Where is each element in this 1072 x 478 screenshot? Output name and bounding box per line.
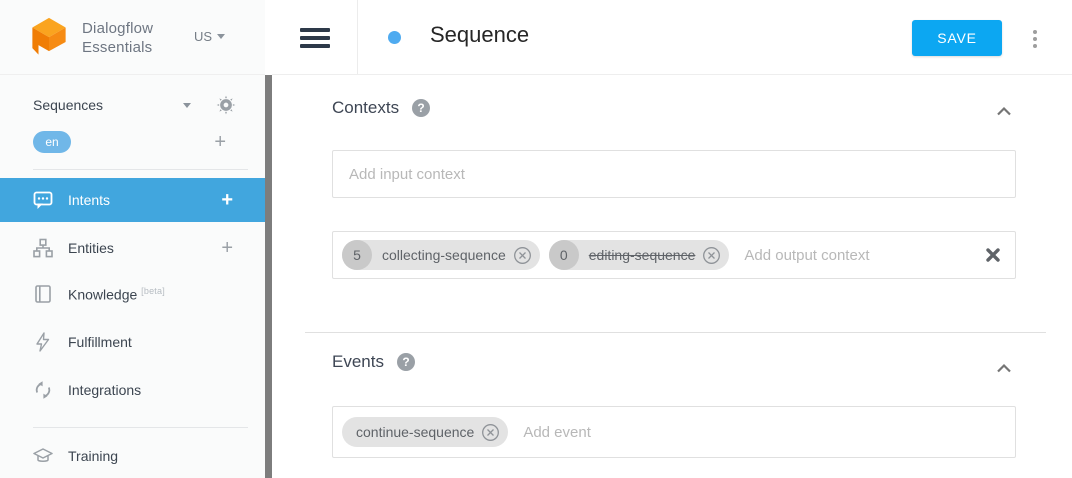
sidebar-item-intents[interactable]: Intents +: [0, 178, 265, 222]
sidebar-item-integrations[interactable]: Integrations: [0, 368, 265, 412]
collapse-events-icon[interactable]: [992, 357, 1016, 381]
sidebar-item-label: Entities: [68, 240, 114, 256]
brand-line2: Essentials: [82, 39, 153, 56]
book-icon: [33, 284, 53, 304]
sidebar-item-training[interactable]: Training: [0, 434, 265, 478]
sidebar-item-label: Fulfillment: [68, 334, 132, 350]
sidebar-item-label: Knowledge [beta]: [68, 285, 165, 303]
intent-editor: Contexts ? 5 collecting-sequence 0 editi…: [272, 76, 1072, 478]
intent-status-dot: [388, 31, 401, 44]
sitemap-icon: [33, 238, 53, 258]
contexts-section-header: Contexts ?: [332, 98, 431, 118]
help-icon[interactable]: ?: [396, 353, 415, 371]
caret-down-icon: [217, 34, 226, 39]
add-intent-icon[interactable]: +: [221, 189, 233, 211]
event-chip-label: continue-sequence: [356, 424, 475, 440]
sync-icon: [33, 380, 53, 400]
page-title: Sequence: [430, 22, 530, 47]
dialogflow-logo-icon: [28, 16, 70, 65]
save-button[interactable]: SAVE: [912, 20, 1002, 56]
brand-line1: Dialogflow: [82, 20, 154, 37]
clear-contexts-icon[interactable]: [985, 247, 1001, 263]
input-context-field[interactable]: [332, 150, 1016, 198]
sidebar-item-label: Training: [68, 448, 119, 464]
output-context-input[interactable]: [744, 246, 985, 264]
sidebar-scrollbar[interactable]: [265, 75, 272, 478]
collapse-contexts-icon[interactable]: [992, 100, 1016, 124]
agent-name[interactable]: Sequences: [33, 97, 104, 113]
lightning-icon: [33, 332, 53, 352]
header-divider: [357, 0, 358, 74]
brand-name: Dialogflow Essentials: [82, 19, 153, 57]
context-chip-label: editing-sequence: [588, 247, 696, 263]
language-badge[interactable]: en: [33, 131, 71, 153]
events-field[interactable]: continue-sequence: [332, 406, 1016, 458]
agent-caret-icon[interactable]: [183, 103, 191, 108]
language-row: en +: [0, 129, 258, 155]
lifespan-count[interactable]: 5: [342, 240, 372, 270]
add-entity-icon[interactable]: +: [221, 237, 233, 259]
context-chip-label: collecting-sequence: [382, 247, 506, 263]
remove-event-icon[interactable]: [481, 423, 500, 442]
sidebar: Dialogflow Essentials US Sequences en +: [0, 0, 265, 478]
sidebar-item-fulfillment[interactable]: Fulfillment: [0, 320, 265, 364]
sidebar-item-entities[interactable]: Entities +: [0, 226, 265, 270]
sidebar-item-knowledge[interactable]: Knowledge [beta]: [0, 272, 265, 316]
remove-context-icon[interactable]: [513, 246, 532, 265]
add-event-input[interactable]: [523, 423, 1001, 441]
region-label: US: [194, 29, 213, 44]
beta-badge: [beta]: [141, 285, 165, 296]
chat-bubble-icon: [33, 190, 53, 210]
sidebar-divider: [33, 427, 248, 428]
sidebar-item-label: Intents: [68, 192, 111, 208]
section-divider: [305, 332, 1046, 333]
contexts-heading: Contexts: [332, 98, 400, 117]
main-header: Sequence SAVE: [272, 0, 1072, 75]
region-selector[interactable]: US: [194, 29, 226, 44]
events-section-header: Events ?: [332, 352, 415, 372]
agent-selector-row: Sequences: [0, 90, 258, 120]
add-language-icon[interactable]: +: [214, 131, 226, 153]
hamburger-menu-icon[interactable]: [300, 28, 330, 48]
event-chip[interactable]: continue-sequence: [342, 417, 509, 447]
context-chip[interactable]: 5 collecting-sequence: [342, 240, 540, 270]
brand-header: Dialogflow Essentials US: [0, 0, 265, 75]
more-options-icon[interactable]: [1031, 28, 1039, 50]
gear-icon[interactable]: [215, 94, 237, 121]
graduation-cap-icon: [33, 446, 53, 466]
output-context-field[interactable]: 5 collecting-sequence 0 editing-sequence: [332, 231, 1016, 279]
events-heading: Events: [332, 352, 384, 371]
lifespan-count[interactable]: 0: [548, 240, 579, 270]
remove-context-icon[interactable]: [702, 246, 721, 265]
sidebar-divider: [33, 169, 248, 170]
sidebar-item-label: Integrations: [68, 382, 142, 398]
help-icon[interactable]: ?: [412, 99, 431, 117]
context-chip[interactable]: 0 editing-sequence: [548, 240, 730, 270]
